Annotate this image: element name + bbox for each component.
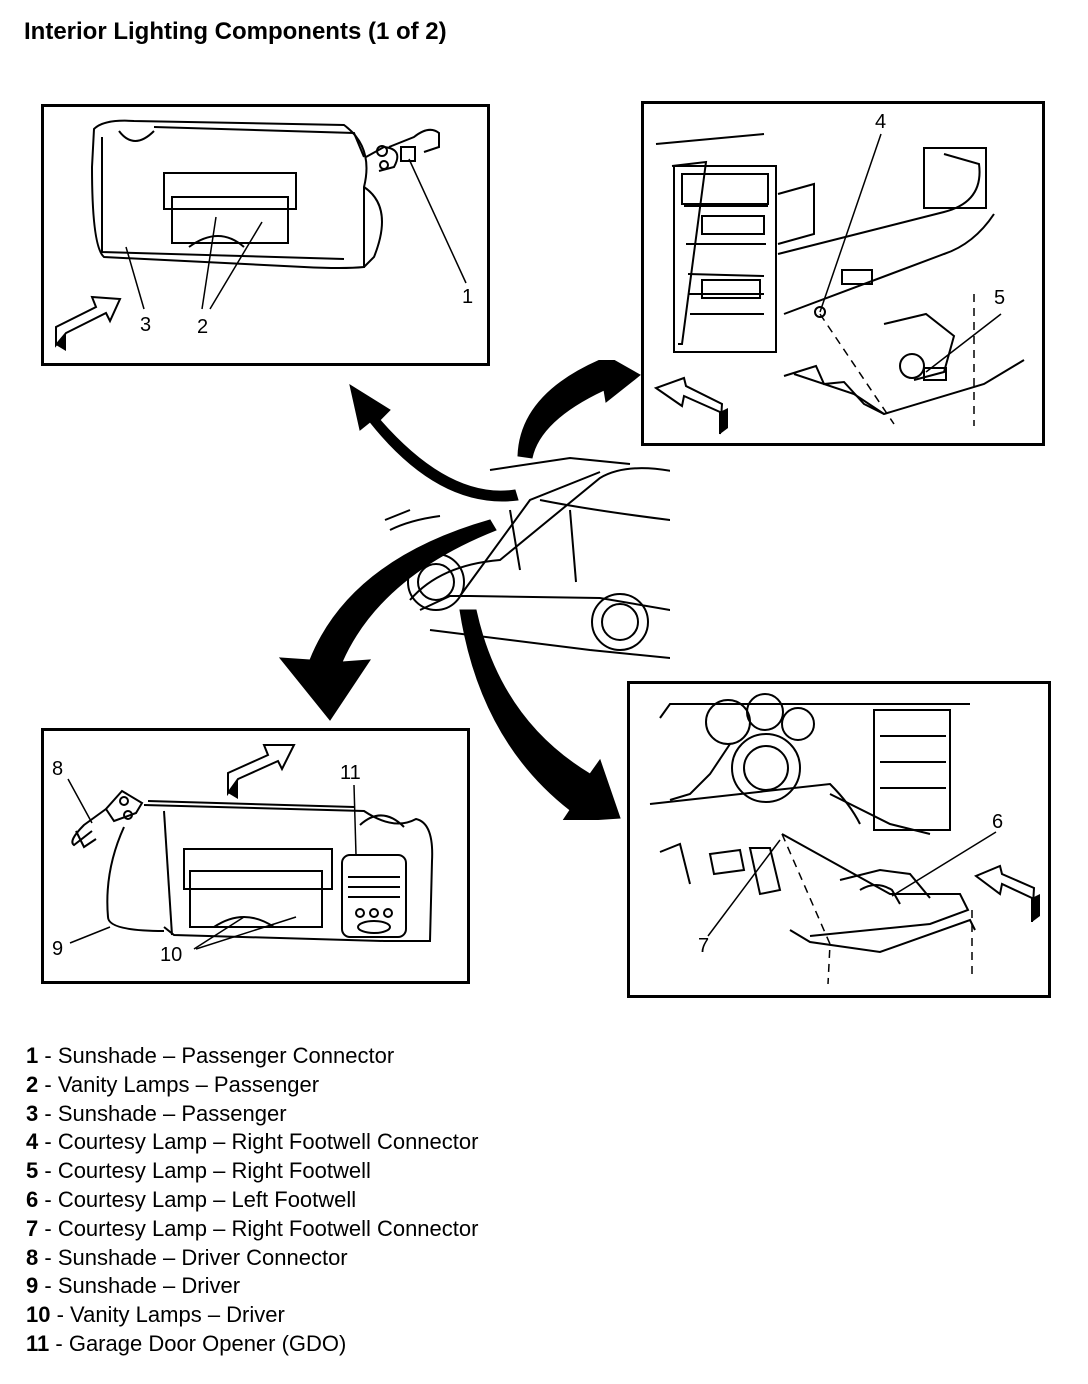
callout-5: 5 — [994, 287, 1005, 309]
callout-11: 11 — [340, 762, 361, 784]
callout-4: 4 — [875, 111, 886, 133]
callout-3: 3 — [140, 314, 151, 336]
curved-arrow-to-bottom-left — [278, 519, 497, 721]
callout-7: 7 — [698, 935, 709, 957]
right-footwell-illustration: 4 5 — [653, 111, 1025, 435]
legend-item: 2 - Vanity Lamps – Passenger — [26, 1071, 320, 1097]
legend-item: 3 - Sunshade – Passenger — [26, 1100, 287, 1126]
leader-line-10b — [195, 916, 297, 950]
view-direction-arrow-icon — [55, 295, 122, 351]
legend-item: 6 - Courtesy Lamp – Left Footwell — [26, 1186, 357, 1212]
callout-8: 8 — [52, 758, 63, 780]
driver-sunshade-illustration: 8 11 9 10 — [52, 744, 434, 966]
leader-line-5 — [925, 313, 1002, 373]
leader-line-9 — [69, 926, 111, 944]
view-direction-arrow-icon — [653, 376, 728, 435]
leader-line-6 — [891, 831, 997, 897]
legend-item: 5 - Courtesy Lamp – Right Footwell — [26, 1158, 371, 1184]
legend-item: 4 - Courtesy Lamp – Right Footwell Conne… — [26, 1129, 479, 1155]
passenger-sunshade-panel: 1 2 3 — [41, 104, 490, 366]
callout-2: 2 — [197, 316, 208, 338]
curved-arrow-to-top-left — [349, 383, 519, 502]
curved-arrow-to-top-right — [517, 360, 641, 459]
curved-arrow-to-bottom-right — [459, 609, 621, 820]
vehicle-overview — [270, 360, 670, 820]
legend-item: 10 - Vanity Lamps – Driver — [26, 1302, 285, 1328]
legend-item: 11 - Garage Door Opener (GDO) — [26, 1330, 347, 1356]
legend-item: 9 - Sunshade – Driver — [26, 1273, 241, 1299]
legend-item: 7 - Courtesy Lamp – Right Footwell Conne… — [26, 1215, 479, 1241]
view-direction-arrow-icon — [974, 864, 1040, 923]
legend-item: 1 - Sunshade – Passenger Connector — [26, 1043, 395, 1068]
page-title: Interior Lighting Components (1 of 2) — [24, 18, 447, 45]
leader-line-11 — [353, 784, 357, 856]
leader-line-3 — [125, 246, 145, 310]
right-footwell-panel: 4 5 — [641, 101, 1045, 446]
callout-1: 1 — [462, 286, 473, 308]
leader-line-10a — [193, 916, 245, 950]
driver-sunshade-panel: 8 11 9 10 — [41, 728, 470, 984]
leader-line-7 — [707, 839, 781, 937]
passenger-sunshade-illustration: 1 2 3 — [55, 119, 473, 351]
leader-line-1 — [408, 158, 467, 284]
callout-6: 6 — [992, 811, 1003, 833]
legend-item: 8 - Sunshade – Driver Connector — [26, 1244, 348, 1270]
callout-10: 10 — [160, 944, 182, 966]
component-legend: 1 - Sunshade – Passenger Connector 2 - V… — [26, 1042, 478, 1359]
leader-line-2a — [201, 216, 217, 310]
callout-9: 9 — [52, 938, 63, 960]
leader-line-2b — [209, 221, 263, 310]
view-direction-arrow-icon — [227, 744, 296, 799]
vehicle-illustration — [278, 360, 670, 820]
left-footwell-panel: 6 7 — [627, 681, 1051, 998]
leader-line-8 — [67, 778, 93, 824]
left-footwell-illustration: 6 7 — [649, 693, 1040, 985]
leader-line-4 — [819, 133, 882, 313]
